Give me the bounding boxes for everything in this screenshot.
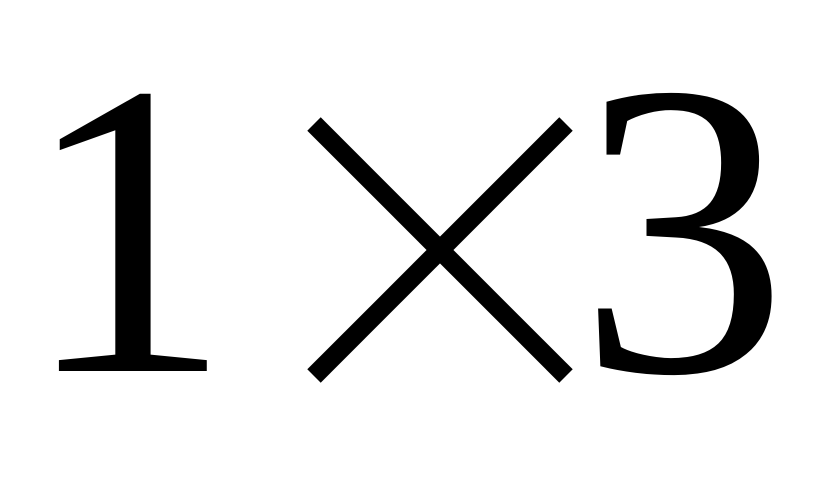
multiplication-sign-icon [307, 117, 573, 383]
left-operand: 1 [22, 0, 232, 462]
right-operand: 3 [578, 0, 788, 462]
